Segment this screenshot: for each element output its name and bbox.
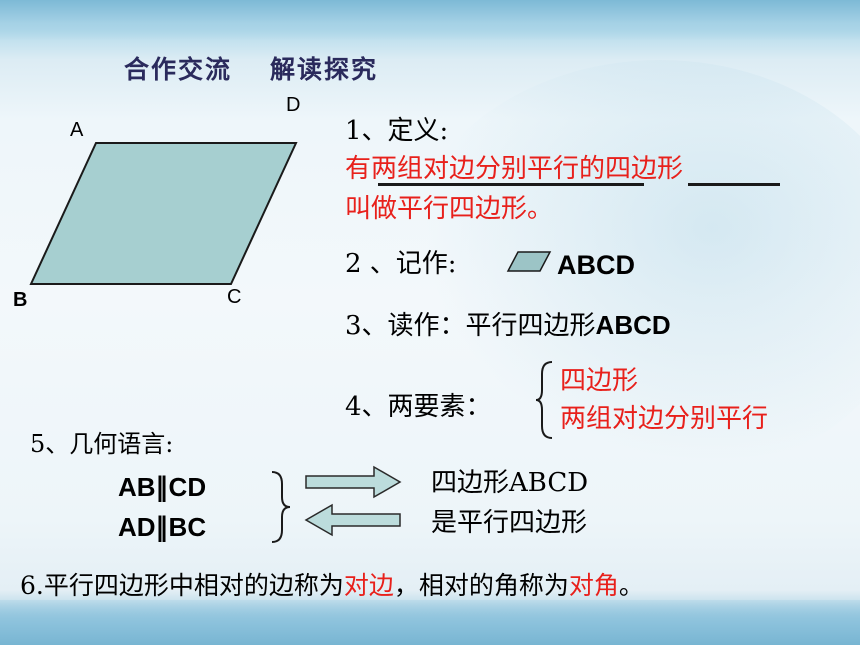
label-d: D <box>286 94 301 116</box>
label-b: B <box>13 289 28 311</box>
title-part1: 合作交流 <box>124 55 233 84</box>
item6-red2: 对角 <box>568 571 619 600</box>
bottom-band <box>0 600 860 645</box>
title-part2: 解读探究 <box>270 55 379 84</box>
parallelogram-shape <box>29 142 298 285</box>
underline-2 <box>688 183 780 186</box>
geometry-brace <box>271 471 291 543</box>
geometry-label-text: 5、几何语言: <box>30 430 174 458</box>
top-band <box>0 0 860 40</box>
label-a: A <box>70 119 84 141</box>
geometry-cond2: AD∥BC <box>118 512 207 542</box>
definition-line1-pre: 有 <box>345 154 372 184</box>
definition-underlined-2: 四边形 <box>605 154 684 184</box>
geometry-label: 5、几何语言: <box>30 424 173 459</box>
reading-prefix: 3、读作：平行四边形 <box>345 311 596 341</box>
underline-1 <box>378 183 644 186</box>
background-swirl <box>400 60 860 480</box>
definition-heading: 1、定义: <box>345 116 449 146</box>
slide-title: 合作交流 解读探究 <box>124 50 378 86</box>
arrow-left-icon <box>304 503 401 537</box>
elements-item1: 四边形 <box>560 366 639 396</box>
label-c: C <box>227 286 242 308</box>
item6-part1: 6.平行四边形中相对的边称为 <box>20 571 344 600</box>
geometry-result-line2: 是平行四边形 <box>431 508 588 538</box>
notation-label: 2 、记作: <box>345 249 457 279</box>
geometry-result-line1-text: 四边形ABCD <box>431 468 589 498</box>
geometry-result-line1: 四边形ABCD <box>431 462 588 499</box>
parallelogram-icon <box>506 251 552 272</box>
elements-brace <box>535 361 553 439</box>
item6-red1: 对边 <box>343 571 394 600</box>
item6-part2: ，相对的角称为 <box>393 571 569 600</box>
item6-line: 6.平行四边形中相对的边称为对边，相对的角称为对角。 <box>20 566 644 602</box>
definition-line1-mid: 的 <box>579 154 606 184</box>
definition-line1: 有两组对边分别平行的四边形 <box>345 148 683 185</box>
reading-value: ABCD <box>595 310 671 340</box>
arrow-right-icon <box>305 465 402 499</box>
elements-item2: 两组对边分别平行 <box>560 404 769 434</box>
elements-label: 4、两要素： <box>345 392 492 422</box>
definition-line2: 叫做平行四边形。 <box>345 194 554 224</box>
notation-value: ABCD <box>557 250 635 280</box>
reading-line: 3、读作：平行四边形ABCD <box>345 305 671 342</box>
double-arrows <box>304 465 402 537</box>
definition-underlined-1: 两组对边分别平行 <box>371 154 580 184</box>
item6-part3: 。 <box>618 571 644 600</box>
geometry-cond1: AB∥CD <box>118 472 207 502</box>
